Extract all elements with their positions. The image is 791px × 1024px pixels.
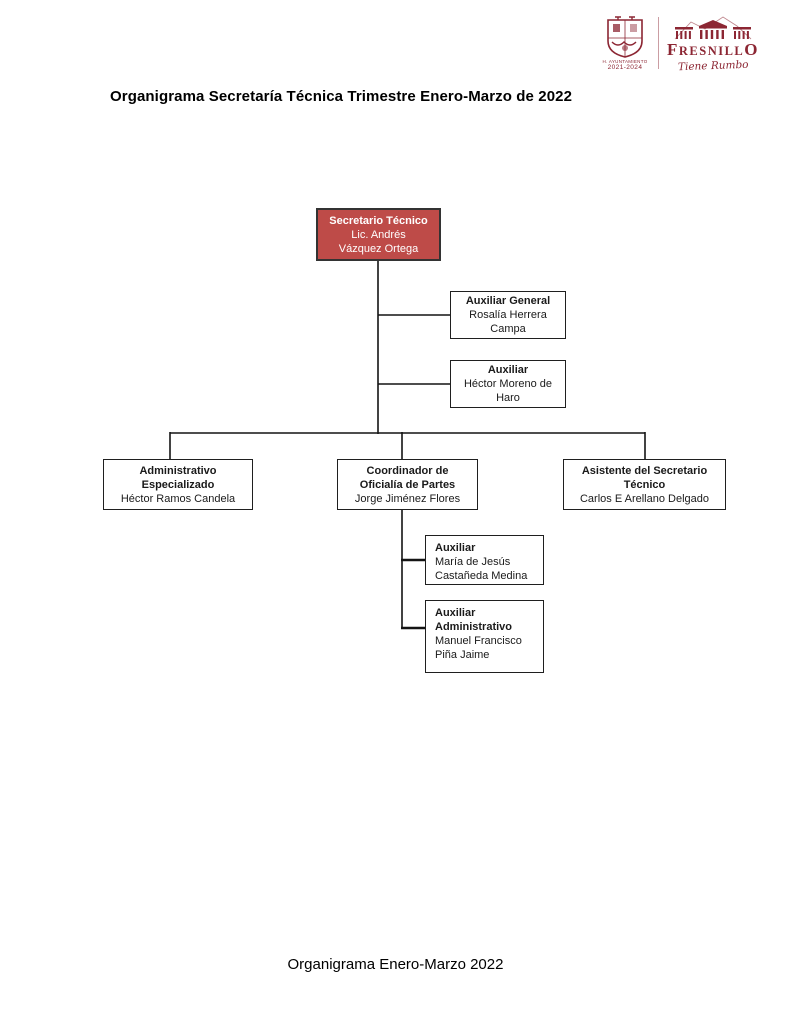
node-name: Rosalía Herrera Campa xyxy=(469,309,547,335)
logo-divider xyxy=(658,17,659,69)
node-auxiliar: Auxiliar Héctor Moreno de Haro xyxy=(450,360,566,408)
page-title: Organigrama Secretaría Técnica Trimestre… xyxy=(110,88,573,105)
node-title: Coordinador de Oficialía de Partes xyxy=(359,464,456,491)
node-name: Héctor Ramos Candela xyxy=(120,492,236,505)
node-secretario-tecnico: Secretario Técnico Lic. Andrés Vázquez O… xyxy=(316,208,441,261)
seal-years: 2021-2024 xyxy=(607,63,643,71)
node-title: Administrativo Especializado xyxy=(139,464,217,491)
node-auxiliar-maria: Auxiliar María de Jesús Castañeda Medina xyxy=(425,535,544,585)
node-name: Manuel Francisco Piña Jaime xyxy=(435,635,522,661)
node-title: Auxiliar General xyxy=(465,295,551,307)
node-name: María de Jesús Castañeda Medina xyxy=(435,556,528,582)
wordmark-last-letter: O xyxy=(744,39,760,59)
palace-facade-icon xyxy=(674,15,752,39)
node-title: Auxiliar xyxy=(487,364,529,376)
slogan-text: Tiene Rumbo xyxy=(677,58,749,73)
brand-block: FRESNILLO Tiene Rumbo xyxy=(667,14,759,73)
node-name: Carlos E Arellano Delgado xyxy=(579,492,710,505)
seal-caption: H. AYUNTAMIENTO xyxy=(602,58,648,64)
fresnillo-logo: H. AYUNTAMIENTO 2021-2024 xyxy=(598,8,766,78)
node-administrativo-especializado: Administrativo Especializado Héctor Ramo… xyxy=(103,459,253,510)
node-name: Jorge Jiménez Flores xyxy=(354,492,461,505)
node-title: Secretario Técnico xyxy=(329,214,428,227)
node-name: Lic. Andrés Vázquez Ortega xyxy=(338,228,419,255)
node-auxiliar-administrativo: Auxiliar Administrativo Manuel Francisco… xyxy=(425,600,544,673)
node-title: Asistente del Secretario Técnico xyxy=(581,464,708,491)
footer-caption: Organigrama Enero-Marzo 2022 xyxy=(287,956,504,973)
node-title: Auxiliar Administrativo xyxy=(435,607,513,633)
node-auxiliar-general: Auxiliar General Rosalía Herrera Campa xyxy=(450,291,566,339)
coat-of-arms-icon xyxy=(607,15,643,58)
node-title: Auxiliar xyxy=(435,542,476,554)
fresnillo-wordmark: FRESNILLO xyxy=(667,41,759,60)
wordmark-first-letter: F xyxy=(667,39,679,59)
node-asistente-secretario-tecnico: Asistente del Secretario Técnico Carlos … xyxy=(563,459,726,510)
node-coordinador-oficialia-partes: Coordinador de Oficialía de Partes Jorge… xyxy=(337,459,478,510)
node-name: Héctor Moreno de Haro xyxy=(463,378,553,404)
wordmark-middle: RESNILL xyxy=(678,43,745,58)
municipal-seal: H. AYUNTAMIENTO 2021-2024 xyxy=(598,15,652,72)
